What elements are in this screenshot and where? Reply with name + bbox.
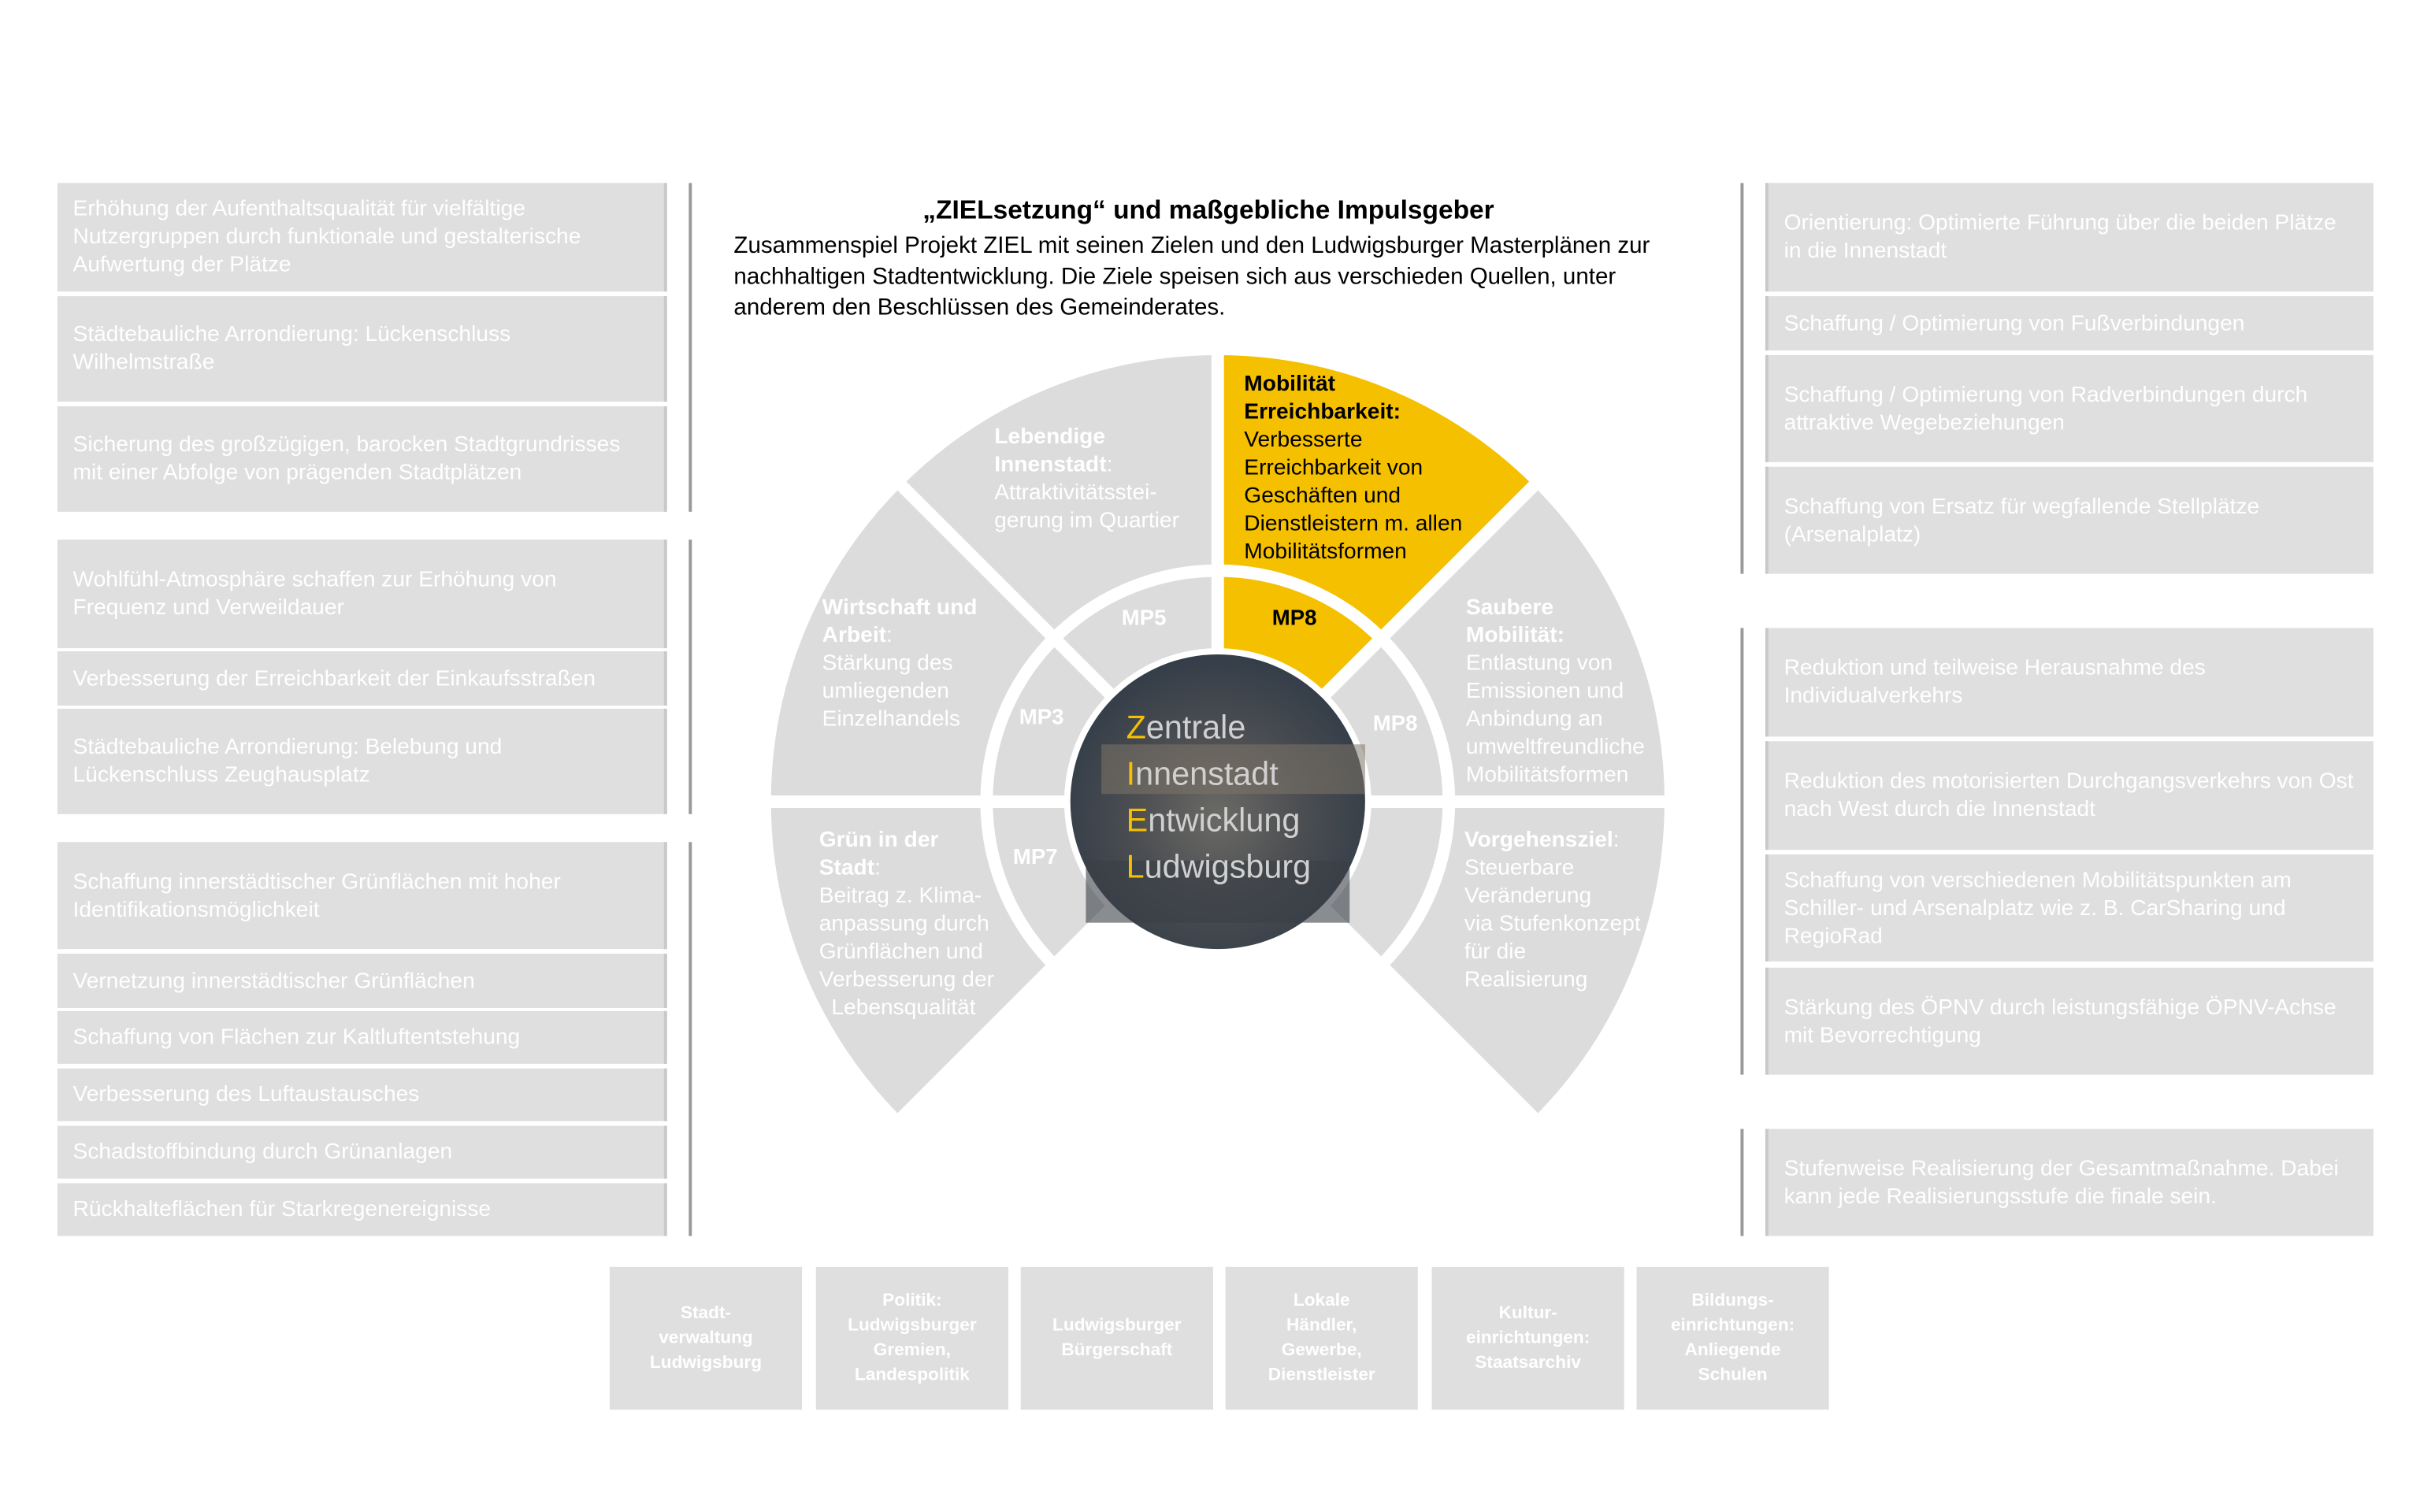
masterplan-label: MP5 <box>1121 604 1167 630</box>
center-rest: entrale <box>1145 710 1246 747</box>
right-goal-box: Schaffung von verschiedenen Mobilitätspu… <box>1765 854 2374 962</box>
right-goal-box: Stärkung des ÖPNV durch leistungsfähige … <box>1765 967 2374 1075</box>
right-group-divider <box>1740 628 1744 1075</box>
masterplan-label: MP7 <box>1012 843 1058 869</box>
right-goal-box: Reduktion und teilweise Herausnahme des … <box>1765 628 2374 737</box>
left-goal-box: Verbesserung der Erreichbarkeit der Eink… <box>57 651 667 706</box>
center-word: Entwicklung <box>1126 799 1301 845</box>
left-goal-box: Vernetzung innerstädtischer Grünflächen <box>57 954 667 1008</box>
sector-description: Stärkung des umliegenden Einzelhandels <box>822 651 960 732</box>
left-goal-box: Erhöhung der Aufenthaltsqualität für vie… <box>57 183 667 292</box>
center-initial: Z <box>1126 710 1146 747</box>
sector-title: Vorgehensziel: <box>1464 827 1620 854</box>
center-word: Zentrale <box>1126 706 1246 752</box>
sector-description: Beitrag z. Klima- anpassung durch Grünfl… <box>818 884 995 1021</box>
masterplan-label: MP3 <box>1019 704 1064 729</box>
left-group-divider <box>689 539 692 814</box>
right-goal-box: Reduktion des motorisierten Durchgangsve… <box>1765 741 2374 850</box>
center-initial: E <box>1126 803 1149 839</box>
sector-title: Saubere Mobilität: <box>1466 594 1621 650</box>
stakeholder-box: Kultur- einrichtungen: Staatsarchiv <box>1431 1266 1624 1410</box>
sector-label-gruen-stadt: Grün in der Stadt:Beitrag z. Klima- anpa… <box>819 827 994 1022</box>
left-goal-box: Schaffung innerstädtischer Grünflächen m… <box>57 842 667 950</box>
left-goal-box: Schaffung von Flächen zur Kaltluftentste… <box>57 1010 667 1064</box>
masterplan-label: MP8 <box>1271 604 1317 630</box>
sector-title-text: Lebendige Innenstadt <box>994 424 1107 478</box>
left-goal-box: Städtebauliche Arrondierung: Belebung un… <box>57 708 667 814</box>
left-group-divider <box>689 842 692 1236</box>
stakeholder-box: Politik: Ludwigsburger Gremien, Landespo… <box>815 1266 1008 1410</box>
sector-title-text: Mobilität Erreichbarkeit: <box>1244 372 1401 425</box>
left-group-divider <box>689 183 692 512</box>
sector-label-wirtschaft-arbeit: Wirtschaft und Arbeit:Stärkung des umlie… <box>822 594 978 733</box>
sector-label-lebendige-innenstadt: Lebendige Innenstadt:Attraktivitätsstei-… <box>994 424 1179 536</box>
left-goal-box: Sicherung des großzügigen, barocken Stad… <box>57 406 667 512</box>
sector-title-text: Vorgehensziel <box>1464 828 1613 854</box>
right-group-divider <box>1740 1128 1744 1236</box>
sector-title: Wirtschaft und Arbeit: <box>822 594 978 650</box>
stakeholder-box: Lokale Händler, Gewerbe, Dienstleister <box>1225 1266 1418 1410</box>
sector-title-colon: : <box>1613 828 1620 854</box>
sector-label-mobilitaet-erreichbarkeit: Mobilität Erreichbarkeit:Verbesserte Err… <box>1244 371 1462 566</box>
sector-title-text: Saubere Mobilität: <box>1465 595 1564 649</box>
right-goal-box: Orientierung: Optimierte Führung über di… <box>1765 183 2374 292</box>
stakeholder-box: Stadt- verwaltung Ludwigsburg <box>609 1266 803 1410</box>
left-goal-box: Schadstoffbindung durch Grünanlagen <box>57 1125 667 1179</box>
center-photo-street <box>1086 860 1350 923</box>
intro-text: Zusammenspiel Projekt ZIEL mit seinen Zi… <box>733 232 1650 321</box>
sector-description: Entlastung von Emissionen und Anbindung … <box>1465 651 1645 788</box>
page-title: „ZIELsetzung“ und maßgebliche Impulsgebe… <box>922 195 1494 225</box>
left-goal-box: Wohlfühl-Atmosphäre schaffen zur Erhöhun… <box>57 539 667 649</box>
sector-description: Attraktivitätsstei- gerung im Quartier <box>994 480 1179 534</box>
right-group-divider <box>1740 183 1744 574</box>
left-goal-box: Verbesserung des Luftaustausches <box>57 1068 667 1121</box>
center-initial: I <box>1126 756 1136 793</box>
center-initial: L <box>1126 850 1145 886</box>
sector-title-text: Grün in der Stadt <box>818 828 939 881</box>
left-goal-box: Rückhalteflächen für Starkregenereigniss… <box>57 1183 667 1236</box>
center-rest: nnenstadt <box>1135 756 1279 793</box>
right-goal-box: Schaffung / Optimierung von Fußverbindun… <box>1765 296 2374 351</box>
sector-label-saubere-mobilitaet: Saubere Mobilität:Entlastung von Emissio… <box>1466 594 1645 789</box>
sector-title-text: Wirtschaft und Arbeit <box>822 595 978 649</box>
stakeholder-box: Bildungs- einrichtungen: Anliegende Schu… <box>1636 1266 1829 1410</box>
center-rest: udwigsburg <box>1144 850 1312 886</box>
right-goal-box: Stufenweise Realisierung der Gesamtmaßna… <box>1765 1128 2374 1236</box>
right-goal-box: Schaffung von Ersatz für wegfallende Ste… <box>1765 466 2374 574</box>
center-word: Ludwigsburg <box>1126 845 1312 891</box>
sector-title-colon: : <box>874 855 881 881</box>
sector-label-vorgehensziel: Vorgehensziel:Steuerbare Veränderung via… <box>1464 827 1641 995</box>
right-goal-box: Schaffung / Optimierung von Radverbindun… <box>1765 354 2374 462</box>
center-rest: ntwicklung <box>1148 803 1301 839</box>
sector-title: Lebendige Innenstadt: <box>994 424 1149 480</box>
sector-description: Verbesserte Erreichbarkeit von Geschäfte… <box>1244 428 1463 565</box>
sector-title: Grün in der Stadt: <box>819 827 974 883</box>
left-goal-box: Städtebauliche Arrondierung: Lückenschlu… <box>57 296 667 402</box>
sector-title-colon: : <box>1106 453 1113 478</box>
center-photo-building <box>1101 744 1365 795</box>
sector-title: Mobilität Erreichbarkeit: <box>1244 371 1415 427</box>
sector-title-colon: : <box>886 623 893 649</box>
stakeholder-box: Ludwigsburger Bürgerschaft <box>1020 1266 1213 1410</box>
center-word: Innenstadt <box>1126 752 1279 799</box>
masterplan-label: MP8 <box>1372 710 1418 736</box>
sector-description: Steuerbare Veränderung via Stufenkonzept… <box>1464 855 1641 993</box>
